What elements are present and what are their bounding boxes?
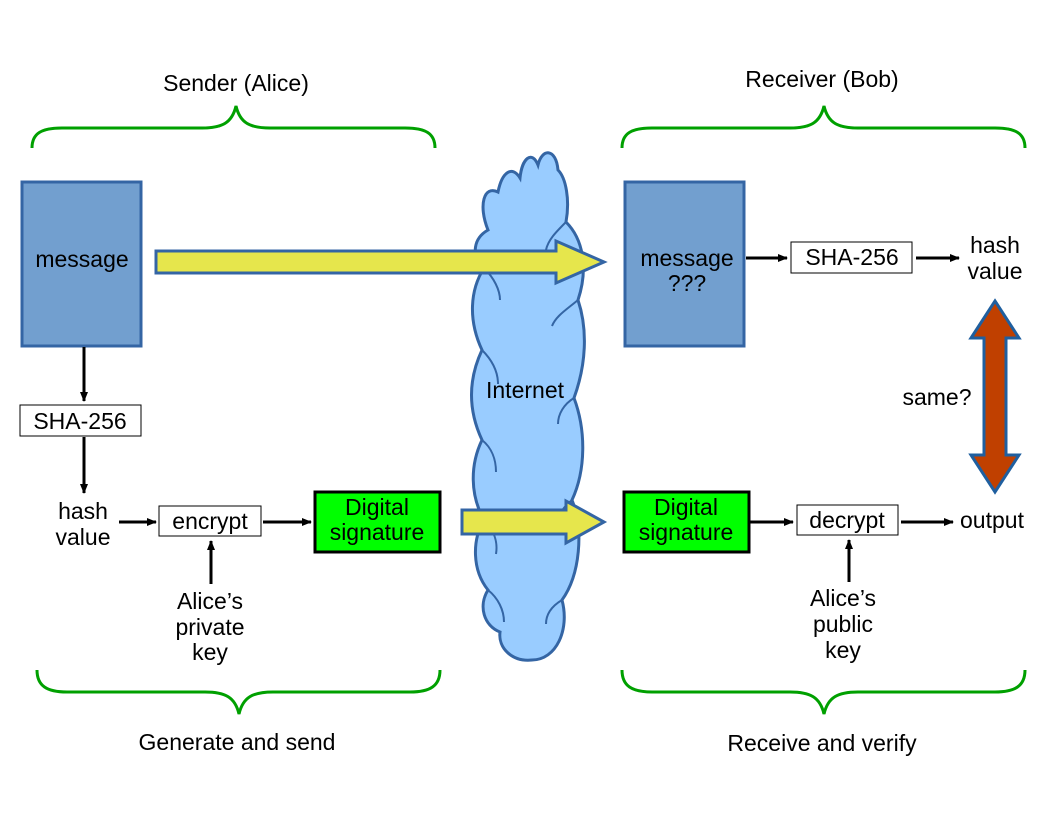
decrypt-box (796, 504, 899, 536)
receiver-sha256-label: SHA-256 (805, 244, 898, 270)
internet-label: Internet (486, 377, 565, 403)
sender-header: Sender (Alice) (163, 70, 309, 96)
receiver-hash-value-line1: hash (970, 232, 1020, 258)
receiver-message-line2: ??? (668, 270, 706, 296)
receiver-footer: Receive and verify (727, 730, 917, 756)
signature-transfer-arrow (460, 498, 608, 546)
encrypt-box (158, 505, 262, 537)
sender-signature-line1: Digital (345, 494, 409, 520)
internet-cloud (470, 151, 586, 662)
sender-sha256-box (19, 404, 142, 437)
private-key-line2: private (175, 614, 244, 640)
sender-footer: Generate and send (139, 729, 336, 755)
private-key-line3: key (192, 639, 228, 665)
output-label: output (960, 507, 1025, 533)
sender-signature-line2: signature (330, 519, 425, 545)
private-key-line1: Alice’s (177, 588, 243, 614)
receiver-header: Receiver (Bob) (745, 66, 898, 92)
message-transfer-arrow (154, 238, 608, 286)
receiver-hash-value-line2: value (968, 258, 1023, 284)
sender-signature-box (313, 490, 442, 554)
public-key-line1: Alice’s (810, 585, 876, 611)
receiver-message-line1: message (640, 245, 733, 271)
receiver-signature-box (622, 490, 751, 554)
receiver-signature-line2: signature (639, 519, 734, 545)
receiver-signature-line1: Digital (654, 494, 718, 520)
compare-label: same? (902, 384, 971, 410)
receiver-message-box (623, 180, 746, 348)
sender-hash-value-line1: hash (58, 498, 108, 524)
receiver-top-brace (620, 105, 1027, 149)
encrypt-label: encrypt (172, 508, 248, 534)
compare-double-arrow (968, 298, 1022, 495)
sender-bottom-brace (35, 669, 442, 715)
decrypt-label: decrypt (809, 507, 885, 533)
public-key-line2: public (813, 611, 873, 637)
sender-sha256-label: SHA-256 (33, 408, 126, 434)
public-key-line3: key (825, 637, 861, 663)
receiver-sha256-box (790, 241, 913, 274)
sender-hash-value-line2: value (56, 524, 111, 550)
sender-message-label: message (35, 246, 128, 272)
sender-top-brace (30, 105, 437, 149)
receiver-bottom-brace (620, 669, 1027, 715)
sender-message-box (20, 180, 143, 348)
